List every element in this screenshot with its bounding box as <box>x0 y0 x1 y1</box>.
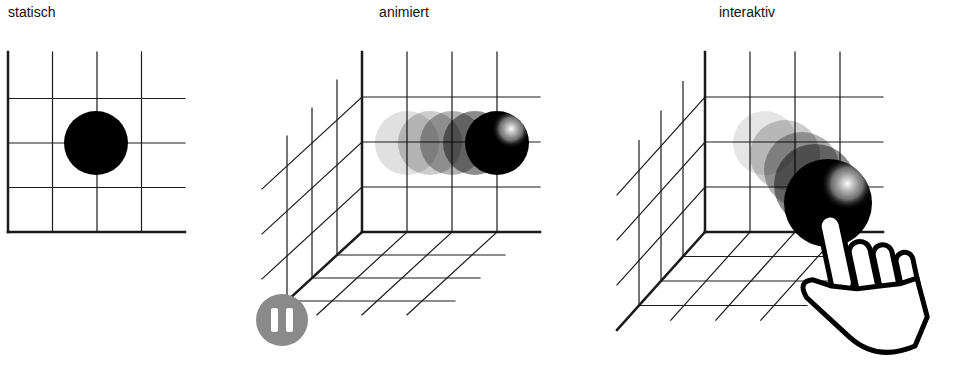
grid-line <box>311 108 312 278</box>
grid-line <box>716 232 795 320</box>
animated-panel <box>256 52 540 346</box>
grid-line <box>141 52 142 232</box>
axis-line <box>8 231 185 234</box>
grid-line <box>705 96 883 97</box>
finger-line <box>898 274 900 284</box>
pause-button <box>256 294 308 346</box>
ball <box>64 111 128 175</box>
grid-line <box>52 52 53 232</box>
grid-line <box>660 111 661 281</box>
axis-line <box>362 231 540 234</box>
grid-line <box>639 305 807 306</box>
grid-line <box>407 232 497 315</box>
grid-line <box>317 232 407 315</box>
pause-bar <box>271 308 278 332</box>
ball <box>465 111 529 175</box>
grid-line <box>362 186 540 187</box>
grid-line <box>286 136 287 301</box>
grid-line <box>8 187 185 188</box>
ball-highlight <box>465 111 529 175</box>
pointing-hand <box>789 199 933 367</box>
palm <box>802 258 933 368</box>
finger-line <box>854 277 856 289</box>
grid-line <box>638 141 639 306</box>
pause-circle <box>256 294 308 346</box>
grid-line <box>312 277 480 278</box>
finger-line <box>878 276 880 286</box>
axis-line <box>617 232 705 330</box>
axis-line <box>7 52 10 232</box>
static-panel <box>8 52 185 232</box>
panel-label: statisch <box>8 4 55 21</box>
panel-label: interaktiv <box>719 4 775 21</box>
grid-line <box>287 300 455 301</box>
axis-line <box>361 52 364 232</box>
interactive-panel <box>617 52 933 368</box>
grid-line <box>336 80 337 255</box>
grid-line <box>682 82 683 257</box>
grid-line <box>337 254 505 255</box>
pause-bar <box>286 308 293 332</box>
grid-line <box>671 232 750 320</box>
axis-line <box>704 52 707 232</box>
grid-line <box>8 98 185 99</box>
panel-label: animiert <box>379 4 429 21</box>
grid-line <box>362 232 452 315</box>
grid-line <box>362 96 540 97</box>
